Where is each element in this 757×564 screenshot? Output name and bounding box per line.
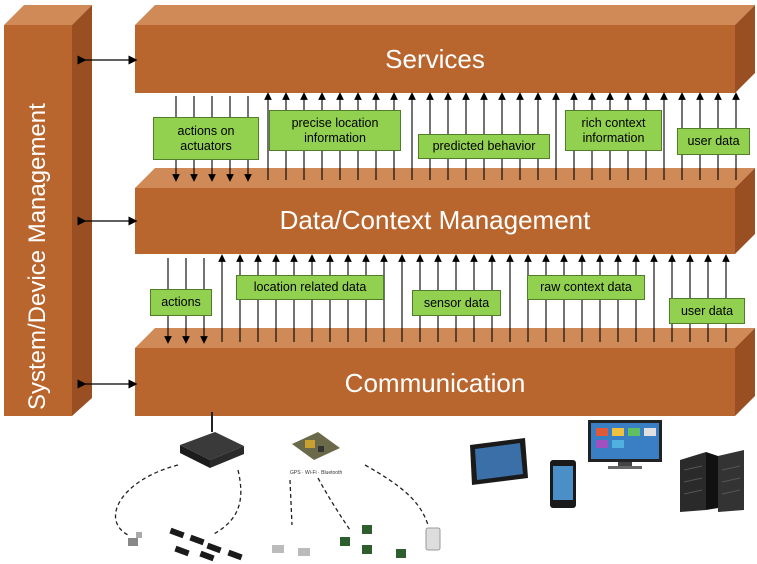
label-rich-context: rich context information (565, 110, 662, 151)
side-arrows (77, 55, 138, 389)
communication-title: Communication (344, 368, 526, 398)
services-slab (135, 5, 755, 93)
label-actions: actions (150, 289, 212, 316)
services-title: Services (385, 44, 485, 74)
green-node-icons (340, 525, 406, 558)
label-precise-location: precise location information (269, 110, 401, 151)
data-context-title: Data/Context Management (279, 205, 591, 235)
smartphone-icon (550, 460, 576, 508)
system-device-slab (4, 5, 92, 416)
system-device-title: System/Device Management (24, 103, 51, 410)
label-user-data-upper: user data (677, 128, 750, 155)
sensor-node-icon (169, 527, 243, 562)
label-predicted-behavior: predicted behavior (418, 134, 550, 159)
label-sensor-data: sensor data (412, 290, 501, 316)
server-icon (680, 450, 744, 512)
camera-icon (128, 532, 142, 546)
tablet-icon (470, 438, 528, 485)
misc-sensors-icon (272, 527, 441, 556)
label-location-related: location related data (236, 275, 384, 300)
sensor-board-icon: GPS · Wi-Fi · Bluetooth (290, 432, 342, 476)
svg-text:GPS · Wi-Fi · Bluetooth: GPS · Wi-Fi · Bluetooth (290, 470, 342, 476)
label-user-data-lower: user data (669, 298, 745, 324)
label-raw-context: raw context data (527, 275, 645, 300)
tv-icon (588, 420, 662, 469)
communication-slab (135, 328, 755, 416)
data-context-slab (135, 168, 755, 254)
device-links (114, 464, 429, 536)
wifi-router-icon (180, 412, 244, 468)
label-actions-on-actuators: actions on actuators (153, 117, 259, 160)
